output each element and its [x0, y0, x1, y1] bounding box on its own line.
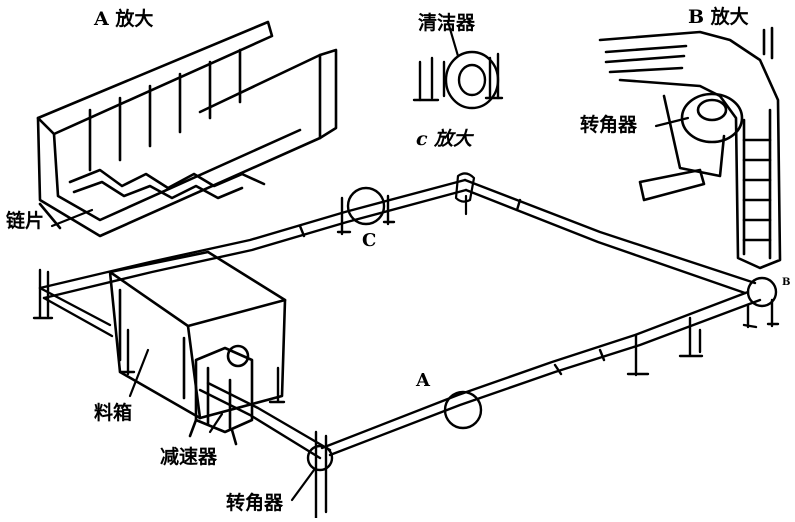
marker-circle-a — [443, 390, 483, 430]
top-corner-joint — [454, 172, 476, 216]
corner-turner-bottom-label: 转角器 — [226, 492, 284, 514]
reducer-unit — [188, 344, 254, 446]
chain-plate-label: 链片 — [6, 210, 45, 232]
cleaner-circle-c — [336, 186, 396, 236]
inset-c-cleaner — [412, 50, 504, 110]
bottom-corner-wheel — [306, 430, 334, 520]
conveyor-loop — [38, 178, 762, 460]
marker-c-label: C — [362, 230, 377, 251]
cleaner-label: 清洁器 — [418, 12, 476, 34]
hopper-box — [108, 250, 287, 420]
inset-b-label: B 放大 — [688, 6, 749, 28]
corner-turner-top-label: 转角器 — [580, 114, 638, 136]
reducer-label: 减速器 — [160, 446, 218, 468]
inset-c-label: c 放大 — [416, 128, 473, 150]
corner-wheel-b — [742, 276, 780, 329]
leader-lines — [50, 20, 690, 502]
inset-a-label: A 放大 — [94, 8, 154, 30]
marker-a-label: A — [416, 370, 430, 391]
marker-b-label: B — [782, 277, 791, 288]
inset-b-turner — [598, 26, 782, 270]
inset-a-trough — [36, 20, 338, 238]
hopper-label: 料箱 — [94, 402, 133, 424]
